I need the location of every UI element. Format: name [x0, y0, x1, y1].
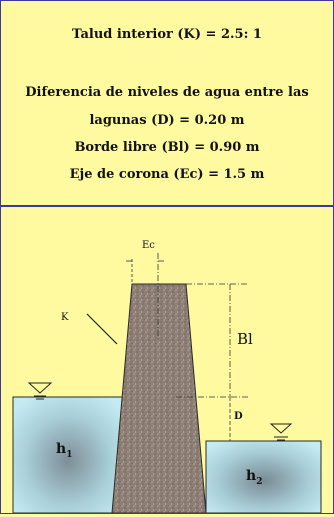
label-h1-main: h — [56, 441, 66, 457]
right-lagoon-water — [205, 440, 322, 514]
param-diferencia-line1: Diferencia de niveles de agua entre las — [25, 85, 309, 100]
label-bl: Bl — [237, 330, 253, 348]
label-h1-sub: 1 — [66, 450, 72, 460]
label-h2: h2 — [246, 468, 262, 487]
param-talud: Talud interior (K) = 2.5: 1 — [72, 27, 262, 42]
label-h2-sub: 2 — [256, 477, 262, 487]
dike-cross-section: Ec Bl D K h1 — [1, 207, 333, 514]
param-eje-corona: Eje de corona (Ec) = 1.5 m — [69, 167, 265, 182]
cross-section-svg: Ec Bl D K h1 — [12, 240, 322, 514]
label-h1: h1 — [56, 441, 72, 460]
param-borde-libre: Borde libre (Bl) = 0.90 m — [74, 140, 260, 155]
water-level-marker-left — [27, 382, 53, 400]
dike-body — [111, 283, 207, 514]
param-diferencia-line2: lagunas (D) = 0.20 m — [89, 113, 245, 128]
water-level-marker-right — [269, 423, 293, 441]
k-slope-arrow — [86, 313, 118, 345]
label-h2-main: h — [246, 468, 256, 484]
parameters-panel: Talud interior (K) = 2.5: 1 Diferencia d… — [1, 1, 333, 207]
label-d: D — [234, 411, 243, 422]
label-k: K — [61, 312, 69, 323]
left-lagoon-water — [12, 396, 124, 514]
label-ec: Ec — [142, 240, 155, 251]
